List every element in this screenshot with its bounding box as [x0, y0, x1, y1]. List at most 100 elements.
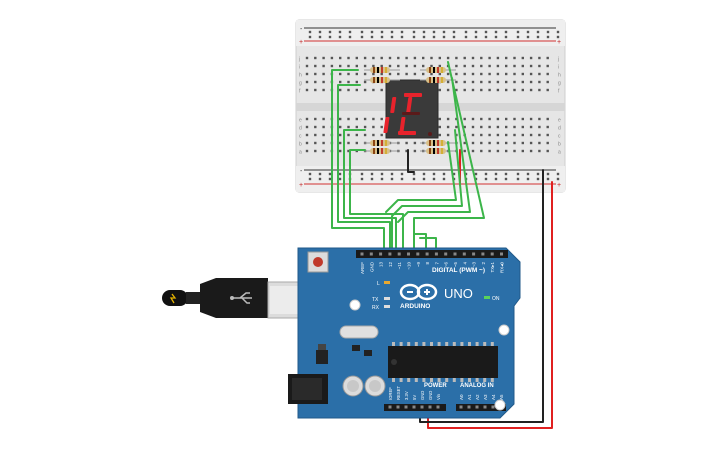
digital-pin-label: RX◂0 — [500, 262, 505, 274]
power-pin-label: 3.3V — [404, 391, 409, 400]
power-pin[interactable] — [404, 405, 408, 409]
digital-pin[interactable] — [453, 252, 457, 256]
row-letter: g — [299, 81, 302, 87]
power-pin[interactable] — [436, 405, 440, 409]
power-pin-label: IOREF — [388, 387, 393, 400]
digital-pin-label: ~5 — [453, 262, 458, 268]
digital-pin-label: AREF — [360, 262, 365, 274]
row-letter: c — [299, 134, 302, 140]
power-pin[interactable] — [428, 405, 432, 409]
digital-pin[interactable] — [360, 252, 364, 256]
usb-icon — [230, 292, 252, 304]
row-letter: g — [558, 81, 561, 87]
wire-green-1 — [331, 69, 385, 253]
analog-pin-label: A4 — [491, 394, 496, 400]
power-pin-label: Vin — [436, 393, 441, 400]
rail-minus-bottom: - — [300, 168, 303, 175]
digital-pin[interactable] — [369, 252, 373, 256]
analog-pin[interactable] — [467, 405, 471, 409]
analog-pin-label: A1 — [467, 394, 472, 400]
digital-pin[interactable] — [462, 252, 466, 256]
wire-green-10 — [413, 233, 427, 253]
resistor — [364, 140, 400, 146]
digital-pin[interactable] — [444, 252, 448, 256]
row-letter: a — [299, 150, 302, 156]
row-letter: c — [558, 134, 561, 140]
row-letter: j — [557, 57, 559, 63]
wire-green-2 — [337, 84, 391, 253]
row-letter: d — [558, 126, 561, 132]
power-pin[interactable] — [420, 405, 424, 409]
segment-e — [383, 117, 390, 133]
digital-pin-label: ~6 — [444, 262, 449, 268]
analog-pin[interactable] — [475, 405, 479, 409]
wire-black-common — [407, 149, 415, 173]
digital-pin-label: ~9 — [416, 262, 421, 268]
rail-plus-bottom: + — [299, 182, 303, 189]
power-pin-label: GND — [428, 391, 433, 400]
segment-d — [398, 131, 416, 135]
digital-pin-label: GND — [369, 261, 374, 272]
digital-pin[interactable] — [481, 252, 485, 256]
analog-pin[interactable] — [483, 405, 487, 409]
digital-pin-label: TX▸1 — [490, 262, 495, 273]
power-pin[interactable] — [396, 405, 400, 409]
digital-pin-label: 12 — [388, 262, 393, 268]
power-pin-label: RESET — [396, 386, 401, 400]
wire-green-4 — [349, 149, 404, 253]
digital-pin-label: 4 — [462, 262, 467, 265]
resistors — [364, 67, 456, 154]
power-pin[interactable] — [388, 405, 392, 409]
digital-pin[interactable] — [425, 252, 429, 256]
row-letter: f — [299, 89, 301, 95]
wire-green-8 — [385, 141, 457, 213]
power-pin-label: GND — [420, 391, 425, 400]
analog-pin-label: A3 — [483, 394, 488, 400]
row-letter: e — [558, 118, 561, 124]
l-led-label: L — [377, 281, 380, 287]
digital-pin[interactable] — [500, 252, 503, 256]
atmega-chip — [388, 342, 498, 382]
wire-green-6 — [397, 77, 471, 223]
digital-pin[interactable] — [472, 252, 476, 256]
analog-pin[interactable] — [491, 405, 495, 409]
digital-pin[interactable] — [379, 252, 383, 256]
power-pin-label: 5V — [412, 395, 417, 400]
tx-led-label: TX — [372, 297, 379, 303]
resistor — [420, 77, 456, 83]
analog-pin[interactable] — [459, 405, 463, 409]
digital-label: DIGITAL (PWM ~) — [432, 267, 485, 274]
analog-pin-label: A5 — [499, 394, 504, 400]
wire-green-3 — [343, 129, 397, 253]
digital-pin-label: ~10 — [407, 262, 412, 270]
resistor — [420, 140, 456, 146]
digital-pin[interactable] — [388, 252, 392, 256]
digital-pin[interactable] — [407, 252, 410, 256]
analog-pin-label: A0 — [459, 394, 464, 400]
row-letter: d — [299, 126, 302, 132]
digital-pin-label: 7 — [434, 262, 439, 265]
seven-segment-display[interactable] — [383, 79, 439, 139]
model-label: UNO — [444, 286, 473, 301]
row-letter: b — [299, 142, 302, 148]
analog-pin-label: A2 — [475, 394, 480, 400]
digital-pin[interactable] — [434, 252, 438, 256]
row-letter: h — [299, 73, 302, 79]
rail-plus-top: + — [299, 39, 303, 46]
power-pin[interactable] — [412, 405, 416, 409]
row-letter: e — [299, 118, 302, 124]
rail-plus-bottom-right: + — [557, 182, 561, 189]
resistor — [364, 67, 400, 73]
digital-pin[interactable] — [490, 252, 494, 256]
segment-a — [404, 93, 422, 97]
rx-led-label: RX — [372, 305, 380, 311]
row-letter: i — [299, 65, 300, 71]
reset-button[interactable] — [307, 251, 329, 273]
row-letter: i — [558, 65, 559, 71]
wire-green-7 — [391, 129, 463, 253]
digital-pin[interactable] — [397, 252, 401, 256]
digital-pin[interactable] — [416, 252, 420, 256]
analog-label: ANALOG IN — [460, 383, 494, 389]
arduino-logo-icon — [399, 283, 438, 301]
